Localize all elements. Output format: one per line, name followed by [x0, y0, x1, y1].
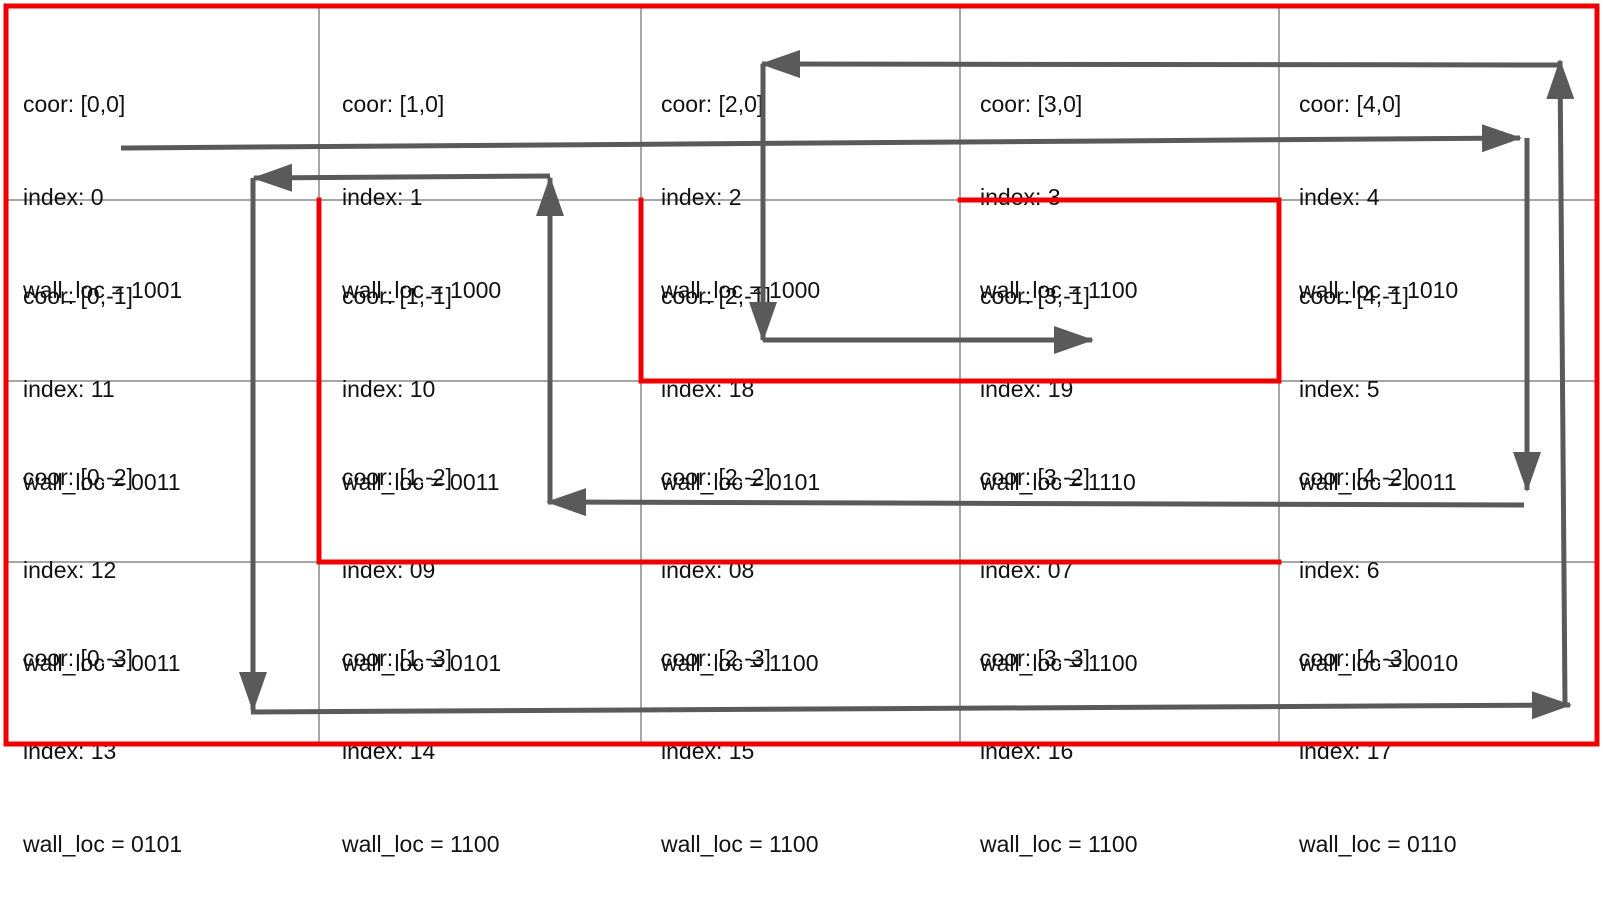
cell-coor: coor: [4,-2] [1299, 464, 1409, 490]
cell-wall-loc: wall_loc = 1110 [980, 469, 1136, 495]
maze-grid-diagram: coor: [0,0] index: 0 wall_loc = 1001 coo… [3, 3, 1600, 857]
cell-index: index: 1 [342, 184, 423, 210]
path-arrow-row0-left-long [760, 50, 1562, 79]
cell-coor: coor: [2,-2] [661, 464, 771, 490]
cell-wall-loc: wall_loc = 0101 [342, 650, 502, 676]
inner-wall-center-box [638, 197, 1282, 384]
overlay [3, 3, 1600, 747]
cell-4-neg1: coor: [4,-1] index: 5 wall_loc = 0011 [1299, 219, 1457, 560]
cell-coor: coor: [3,-1] [980, 283, 1090, 309]
path-arrow-row0-right [120, 124, 1522, 153]
cell-coor: coor: [3,0] [980, 91, 1083, 117]
cell-wall-loc: wall_loc = 1100 [342, 831, 500, 857]
path-arrow-row0-left-short [252, 163, 551, 192]
path-arrow-row3-right [250, 691, 1572, 720]
cell-coor: coor: [2,-3] [661, 645, 771, 671]
cell-wall-loc: wall_loc = 1000 [342, 277, 502, 303]
cell-0-neg2: coor: [0,-2] index: 12 wall_loc = 0011 [23, 400, 181, 741]
cell-4-0: coor: [4,0] index: 4 wall_loc = 1010 [1299, 27, 1458, 368]
cell-0-0: coor: [0,0] index: 0 wall_loc = 1001 [23, 27, 182, 368]
cell-wall-loc: wall_loc = 1100 [980, 650, 1138, 676]
cell-coor: coor: [1,-1] [342, 283, 452, 309]
cell-coor: coor: [3,-2] [980, 464, 1090, 490]
cell-wall-loc: wall_loc = 1100 [980, 831, 1138, 857]
cell-wall-loc: wall_loc = 0011 [1299, 469, 1457, 495]
cell-coor: coor: [1,0] [342, 91, 445, 117]
cell-coor: coor: [2,0] [661, 91, 764, 117]
cell-coor: coor: [4,-1] [1299, 283, 1409, 309]
cell-1-0: coor: [1,0] index: 1 wall_loc = 1000 [342, 27, 501, 368]
cell-index: index: 2 [661, 184, 742, 210]
cell-3-0: coor: [3,0] index: 3 wall_loc = 1100 [980, 27, 1138, 368]
cell-coor: coor: [0,-2] [23, 464, 133, 490]
cell-0-neg1: coor: [0,-1] index: 11 wall_loc = 0011 [23, 219, 181, 560]
cell-index: index: 4 [1299, 184, 1380, 210]
cell-index: index: 3 [980, 184, 1061, 210]
path-arrow-row2-left [546, 488, 1525, 517]
inner-wall-bottom-left [316, 197, 1282, 565]
cell-index: index: 10 [342, 376, 436, 402]
cell-coor: coor: [4,-3] [1299, 645, 1409, 671]
outer-wall [3, 3, 1600, 747]
cell-index: index: 11 [23, 376, 115, 402]
cell-coor: coor: [3,-3] [980, 645, 1090, 671]
cell-index: index: 5 [1299, 376, 1380, 402]
cell-coor: coor: [1,-2] [342, 464, 452, 490]
cell-index: index: 0 [23, 184, 104, 210]
cell-wall-loc: wall_loc = 0011 [23, 469, 181, 495]
cell-2-0: coor: [2,0] index: 2 wall_loc = 1000 [661, 27, 820, 368]
cell-coor: coor: [0,-1] [23, 283, 133, 309]
cell-wall-loc: wall_loc = 0101 [23, 831, 183, 857]
cell-index: index: 12 [23, 557, 117, 583]
cell-wall-loc: wall_loc = 0011 [23, 650, 181, 676]
cell-1-neg1: coor: [1,-1] index: 10 wall_loc = 0011 [342, 219, 500, 560]
cell-wall-loc: wall_loc = 1100 [980, 277, 1138, 303]
cell-coor: coor: [1,-3] [342, 645, 452, 671]
cell-coor: coor: [0,0] [23, 91, 126, 117]
cell-wall-loc: wall_loc = 1010 [1299, 277, 1459, 303]
cell-wall-loc: wall_loc = 1100 [661, 831, 819, 857]
cell-wall-loc: wall_loc = 0110 [1299, 831, 1457, 857]
cell-wall-loc: wall_loc = 0101 [661, 469, 821, 495]
cell-coor: coor: [0,-3] [23, 645, 133, 671]
cell-wall-loc: wall_loc = 0011 [342, 469, 500, 495]
cell-4-neg2: coor: [4,-2] index: 6 wall_loc = 0010 [1299, 400, 1458, 741]
cell-wall-loc: wall_loc = 0010 [1299, 650, 1459, 676]
cell-wall-loc: wall_loc = 1100 [661, 650, 819, 676]
cell-wall-loc: wall_loc = 1000 [661, 277, 821, 303]
path-arrow-col4-up [1546, 59, 1575, 706]
cell-coor: coor: [4,0] [1299, 91, 1402, 117]
cell-wall-loc: wall_loc = 1001 [23, 277, 183, 303]
cell-index: index: 6 [1299, 557, 1380, 583]
cell-1-neg2: coor: [1,-2] index: 09 wall_loc = 0101 [342, 400, 501, 741]
